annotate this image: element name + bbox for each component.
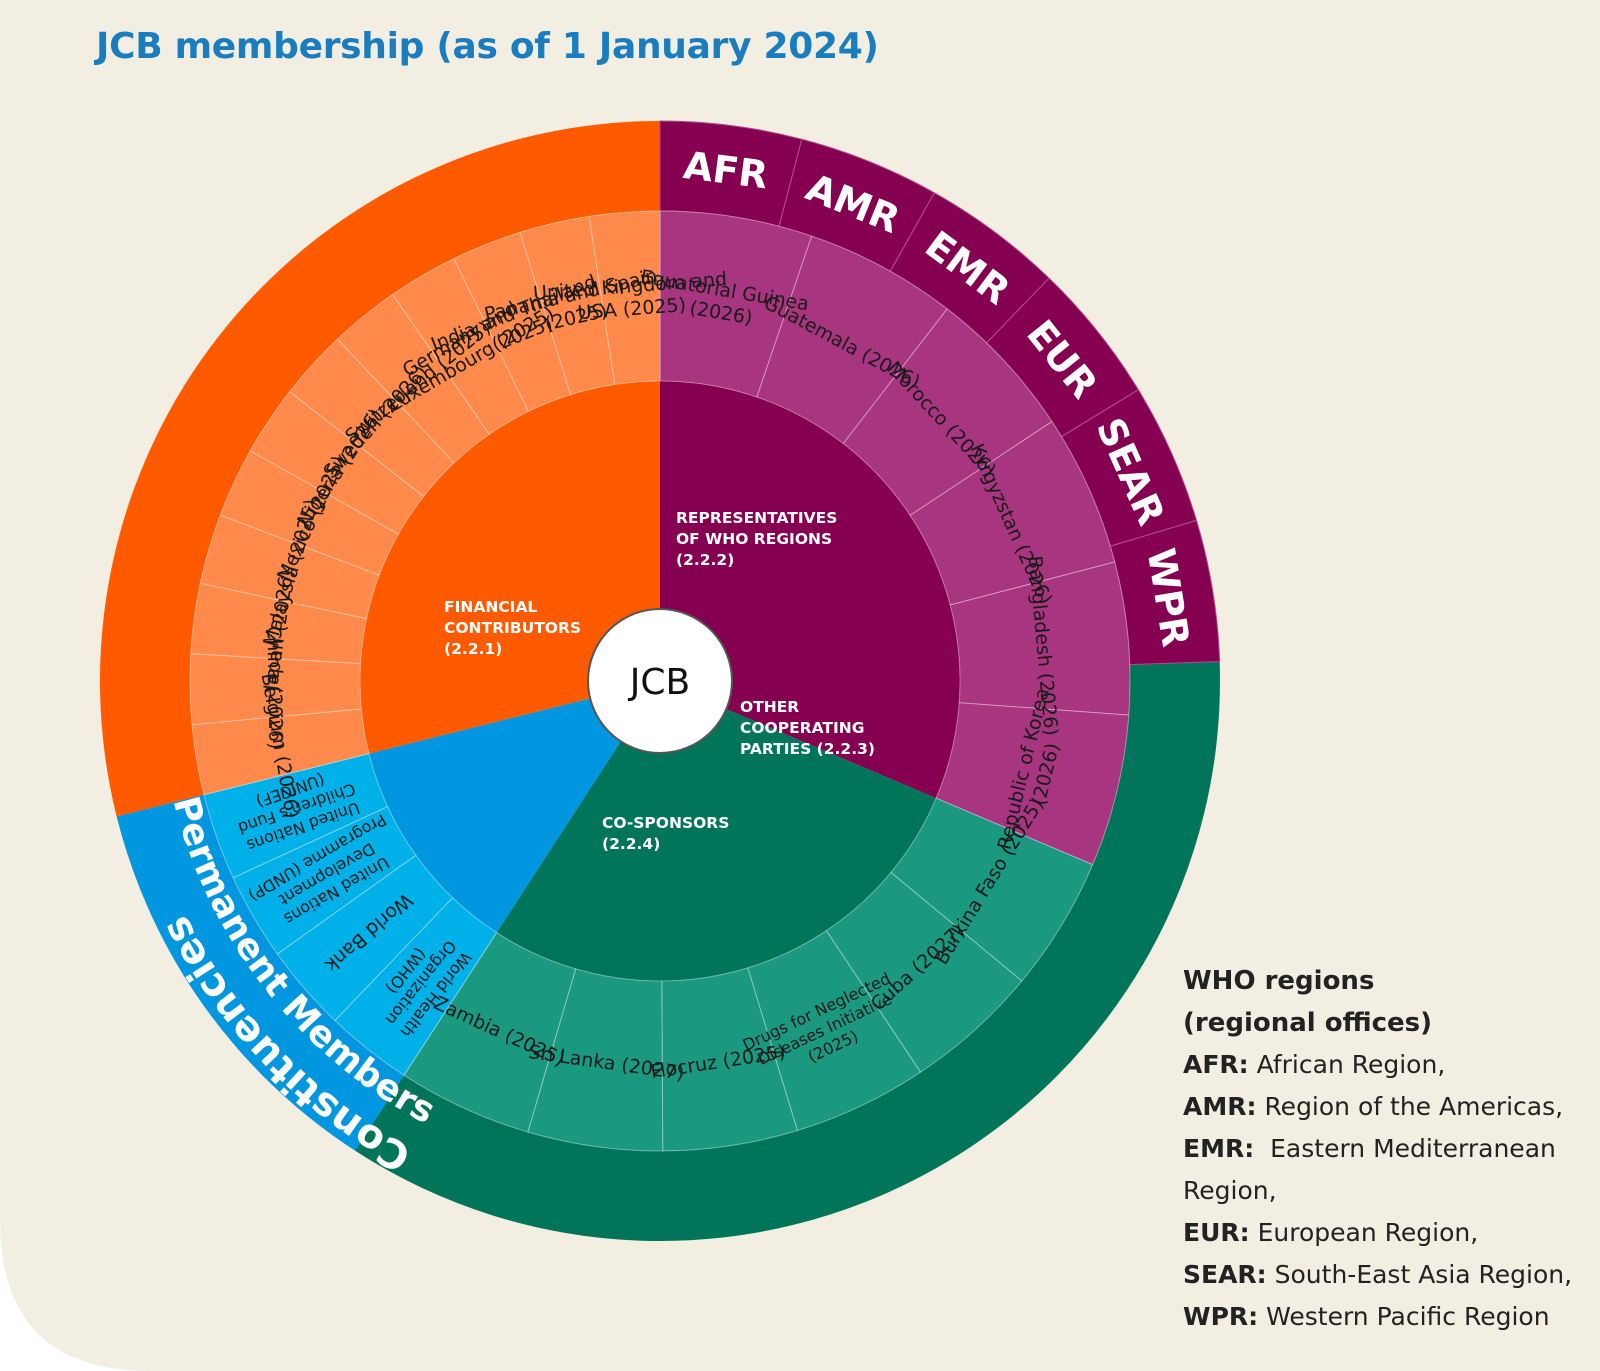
member-label-china-2026: China (2026) (262, 626, 286, 750)
legend-item-afr: AFR: African Region, (1183, 1050, 1446, 1079)
outer-ring-regions (660, 121, 1220, 665)
member-cell-republic-of-korea-2026 (935, 702, 1130, 866)
legend-item-emr: EMR: Eastern Mediterranean Region, (1183, 1134, 1556, 1205)
member-cell-belgium-2026 (191, 708, 370, 796)
who-regions-legend: WHO regions (regional offices) AFR: Afri… (1183, 960, 1593, 1338)
member-cell-morocco-2026 (842, 308, 1053, 517)
page-title: JCB membership (as of 1 January 2024) (96, 26, 879, 67)
member-cell-guatemala-2026 (756, 235, 948, 445)
member-cell-sweden-2026 (288, 338, 455, 498)
member-cell-mexico-2025 (219, 450, 400, 576)
outer-ring-other (355, 661, 1220, 1241)
legend-heading: WHO regions (1183, 966, 1375, 996)
group-label-cosponsors: CO-SPONSORS(2.2.4) (602, 814, 729, 853)
group-wedge-financial (359, 381, 660, 754)
group-wedge-other (496, 709, 937, 981)
legend-item-amr: AMR: Region of the Americas, (1183, 1092, 1564, 1121)
member-cell-bangladesh-2026 (949, 561, 1131, 716)
member-cell-panama-and-spain-2025 (519, 215, 616, 396)
member-cell-india-and-thailand-2025 (453, 231, 572, 413)
outer-ring-permanent (116, 794, 405, 1151)
center-hub: JCB (587, 608, 733, 754)
legend-item-wpr: WPR: Western Pacific Region (1183, 1302, 1550, 1331)
member-cell-china-2026 (189, 653, 362, 726)
member-cell-kyrgyzstan-2026 (909, 420, 1116, 606)
group-wedge-regions (660, 381, 960, 799)
sunburst-wedges (99, 120, 1221, 1241)
outer-ring-constituencies (99, 120, 660, 817)
center-label: JCB (628, 662, 690, 703)
legend-item-sear: SEAR: South-East Asia Region, (1183, 1260, 1573, 1289)
member-cell-united-nations-development-programme-undp (232, 805, 417, 955)
legend-item-eur: EUR: European Region, (1183, 1218, 1479, 1247)
region-code-afr: AFR (681, 143, 771, 197)
member-cell-germany-and-luxembourg-2025 (391, 257, 530, 435)
member-cell-drugs-for-neglected-diseases-initiative-2025 (747, 929, 922, 1132)
member-cell-nigeria-2026 (249, 390, 425, 535)
member-cell-united-kingdom-and-usa-2025 (588, 210, 661, 385)
member-cell-zambia-2025 (403, 931, 577, 1133)
legend-subheading: (regional offices) (1183, 1008, 1433, 1038)
group-wedge-cosponsors (368, 698, 621, 933)
member-cell-equatorial-guinea-2026 (659, 210, 813, 398)
member-cell-united-nations-children-s-fund-unicef (203, 752, 389, 879)
member-cell-malaysia-2025 (199, 514, 380, 620)
